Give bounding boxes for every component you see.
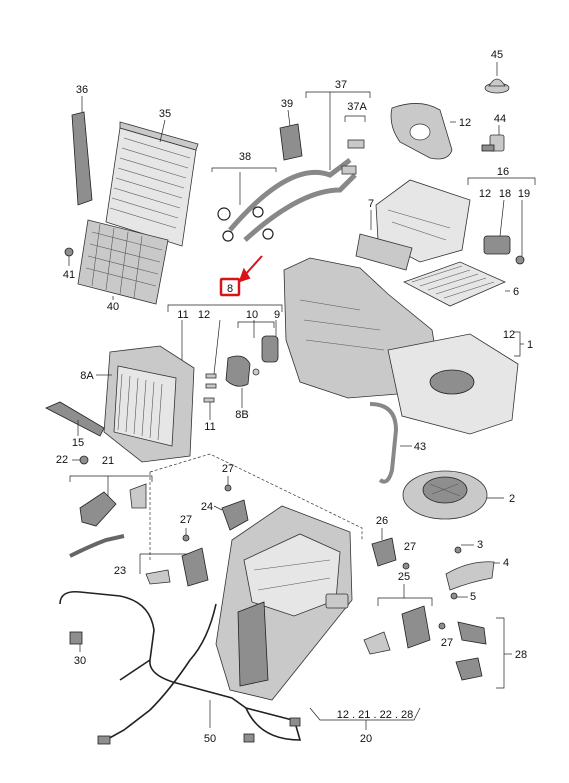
callout-39: 39	[281, 98, 293, 110]
part-35-core	[105, 119, 199, 247]
part-36-strip	[71, 96, 93, 206]
part-2-blower	[402, 470, 504, 520]
callout-8[interactable]: 8	[227, 283, 233, 295]
callout-45: 45	[491, 49, 503, 61]
callout-38: 38	[239, 151, 251, 163]
part-8a-heater-core	[96, 345, 195, 463]
callout-24: 24	[201, 501, 213, 513]
callout-7: 7	[368, 198, 374, 210]
main-hvac-housing	[283, 257, 524, 435]
part-41-screw	[64, 247, 74, 266]
callout-25: 25	[398, 571, 410, 583]
part-44-fitting	[481, 125, 505, 152]
part-24-actuator	[213, 476, 249, 531]
callout-22: 22	[56, 454, 68, 466]
callout-4: 4	[503, 557, 509, 569]
part-7-plate	[355, 233, 413, 271]
part-37-pipes	[228, 91, 371, 242]
callout-12-housing: 12	[479, 188, 491, 200]
callout-27-c: 27	[404, 541, 416, 553]
callout-35: 35	[159, 108, 171, 120]
callout-1: 1	[527, 339, 533, 351]
callout-11-bottom: 11	[204, 421, 215, 433]
callout-26: 26	[376, 515, 388, 527]
callout-9: 9	[274, 309, 280, 321]
callout-19: 19	[518, 188, 530, 200]
callout-5: 5	[470, 591, 476, 603]
callout-3: 3	[477, 539, 483, 551]
callout-37a: 37A	[347, 101, 367, 113]
part-25-actuator	[363, 584, 433, 655]
part-26-actuator	[371, 528, 410, 570]
callout-16: 16	[497, 166, 509, 178]
callout-12-top: 12	[459, 117, 471, 129]
callout-12-mid: 12	[198, 309, 210, 321]
callout-27-a: 27	[222, 463, 234, 475]
callout-43: 43	[414, 441, 426, 453]
callout-12-right: 12	[503, 329, 515, 341]
callout-50: 50	[204, 733, 216, 745]
callout-20-list: 12 . 21 . 22 . 28	[337, 709, 413, 721]
callout-18: 18	[499, 188, 511, 200]
callout-20: 20	[360, 733, 372, 745]
callout-8b: 8B	[235, 409, 248, 421]
callout-8a: 8A	[80, 370, 94, 382]
callout-23: 23	[114, 565, 126, 577]
part-40-frame	[77, 219, 169, 305]
part-21-linkage	[69, 475, 153, 558]
part-39-bracket	[279, 109, 303, 161]
part-50-wiring-harness	[59, 590, 302, 745]
callout-41: 41	[63, 269, 75, 281]
callout-10: 10	[246, 309, 258, 321]
part-18-actuator	[483, 199, 525, 265]
parts-8-11-group	[167, 304, 283, 420]
part-30-connector	[69, 631, 83, 652]
callout-6: 6	[513, 286, 519, 298]
part-20-bracket	[309, 707, 421, 730]
callout-36: 36	[76, 84, 88, 96]
part-43-pipe	[369, 402, 412, 484]
callout-30: 30	[74, 655, 86, 667]
part-38-rings	[211, 167, 277, 242]
callout-27-b: 27	[180, 514, 192, 526]
callout-15: 15	[72, 437, 84, 449]
part-12-gasket-top	[390, 103, 456, 160]
part-28-actuator	[438, 617, 512, 689]
callout-37: 37	[335, 79, 347, 91]
callout-44: 44	[494, 113, 506, 125]
parts-3-4-5	[445, 544, 500, 600]
part-22-screw	[72, 455, 89, 465]
callout-11-top: 11	[177, 309, 188, 321]
callout-27-d: 27	[441, 637, 453, 649]
part-15-sensor	[45, 401, 105, 437]
lower-housing-group	[149, 453, 363, 701]
callout-2: 2	[509, 493, 515, 505]
callout-28: 28	[515, 649, 527, 661]
highlight-part-8[interactable]	[219, 255, 263, 297]
callout-21: 21	[102, 455, 114, 467]
part-45-cap	[484, 62, 510, 94]
part-6-filter	[403, 261, 510, 307]
part-23-actuator	[139, 528, 209, 587]
callout-40: 40	[107, 301, 119, 313]
